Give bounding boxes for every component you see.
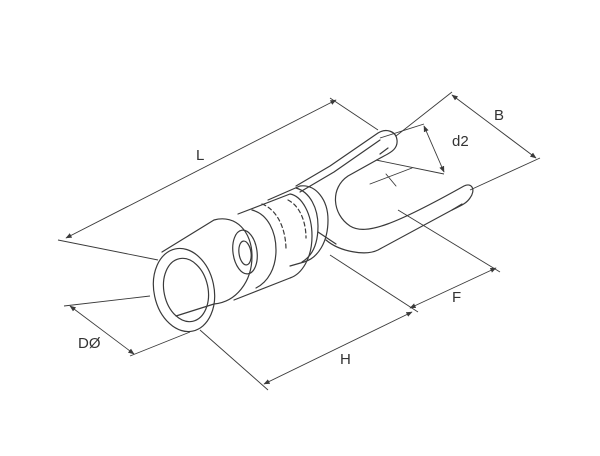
label-H: H [340, 351, 351, 368]
entry-collar [161, 218, 258, 317]
slot-centerline [369, 167, 413, 187]
dimension-lines [57, 91, 541, 391]
dim-line-B [451, 94, 537, 159]
insulator-sleeve [233, 193, 313, 301]
label-D: DØ [78, 335, 101, 352]
label-d2: d2 [452, 133, 469, 150]
front-ring [152, 247, 216, 333]
dim-line-L [65, 99, 337, 239]
dim-line-F [409, 267, 497, 309]
dim-line-d2 [423, 125, 445, 173]
dim-line-D [69, 305, 135, 355]
spade-fork [295, 130, 474, 254]
label-F: F [452, 289, 461, 306]
label-L: L [196, 147, 204, 164]
dim-line-H [263, 311, 413, 385]
label-B: B [494, 107, 504, 124]
